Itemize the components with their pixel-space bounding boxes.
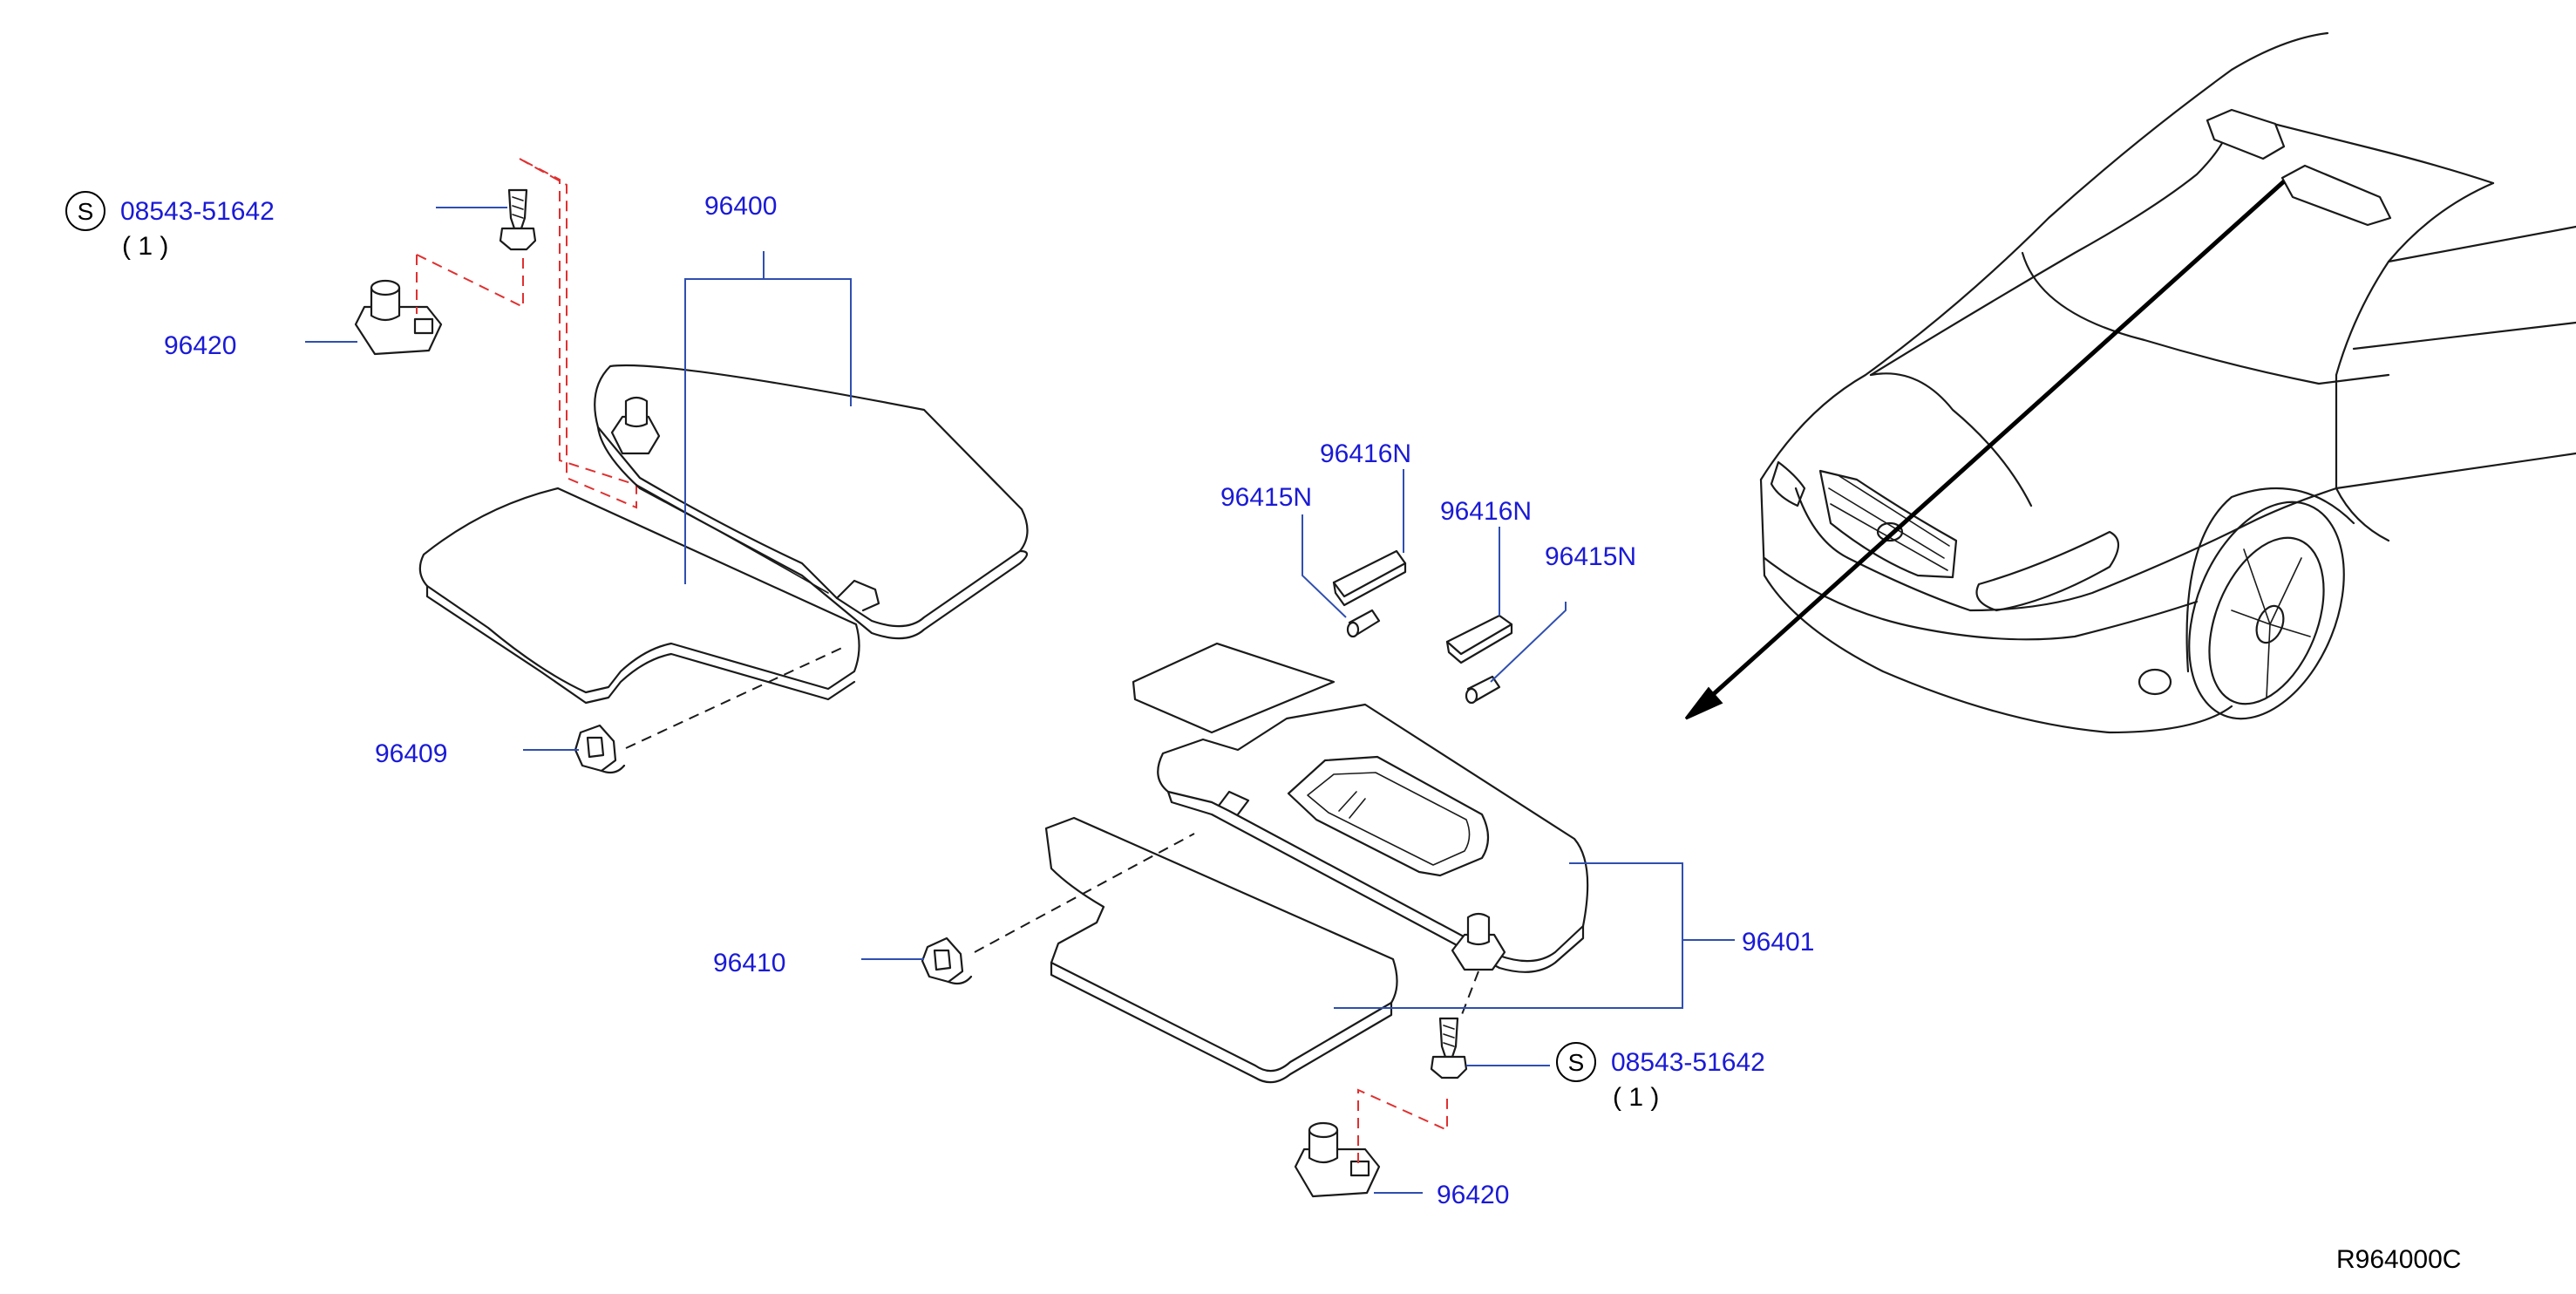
clip-left-dashline (625, 646, 845, 749)
visor-panel-right (1157, 703, 1589, 973)
car-visor-left (2206, 108, 2286, 160)
label-holder-left[interactable]: 96420 (164, 331, 236, 360)
location-arrow (1698, 180, 2286, 708)
lamp-lens-2 (1445, 614, 1513, 664)
holder-left (354, 279, 443, 356)
label-lamp-bulb-1[interactable]: 96415N (1220, 483, 1312, 512)
right-sun-visor-group (861, 642, 1735, 1198)
label-holder-right[interactable]: 96420 (1437, 1181, 1509, 1209)
label-visor-right[interactable]: 96401 (1742, 928, 1814, 957)
car-visor-right (2280, 164, 2392, 227)
clip-left (574, 724, 626, 774)
diagram-reference: R964000C (2336, 1245, 2461, 1274)
label-screw-right[interactable]: 08543-51642 (1611, 1048, 1765, 1077)
leader-bulb-1 (1302, 514, 1347, 618)
lamp-bulb-2 (1465, 675, 1501, 705)
leader-bulb-2 (1490, 602, 1567, 683)
qty-screw-right: ( 1 ) (1613, 1083, 1659, 1112)
s-symbol-circle-left (65, 191, 105, 231)
hidden-line-left-a (519, 158, 637, 509)
location-arrow-head (1684, 686, 1723, 720)
s-symbol-left: S (78, 198, 94, 225)
screw-right-dashline (1460, 970, 1479, 1018)
visor-extension-right (1044, 816, 1398, 1084)
hidden-line-left-b (416, 253, 524, 314)
bracket-96400 (684, 251, 852, 584)
label-visor-left[interactable]: 96400 (704, 192, 777, 221)
screw-right (1430, 1017, 1468, 1079)
label-screw-left[interactable]: 08543-51642 (120, 197, 275, 226)
lamp-parts-group (1302, 469, 1567, 705)
lamp-bulb-1 (1346, 609, 1381, 638)
clip-right (921, 936, 973, 985)
left-sun-visor-group (305, 158, 1029, 774)
label-lamp-bulb-2[interactable]: 96415N (1545, 542, 1636, 571)
s-symbol-right: S (1568, 1049, 1585, 1076)
hidden-line-right (1357, 1088, 1448, 1163)
visor-panel-left (594, 364, 1029, 640)
screw-left (499, 188, 537, 251)
s-symbol-circle-right (1556, 1042, 1596, 1082)
car-illustration (1684, 31, 2576, 734)
holder-right (1294, 1121, 1381, 1198)
visor-strap-right (1132, 642, 1336, 734)
label-lamp-lens-1[interactable]: 96416N (1320, 439, 1411, 468)
label-lamp-lens-2[interactable]: 96416N (1440, 497, 1532, 526)
label-clip-left[interactable]: 96409 (375, 739, 447, 768)
qty-screw-left: ( 1 ) (122, 232, 168, 261)
lamp-lens-1 (1332, 549, 1407, 607)
visor-extension-left (418, 487, 860, 705)
bracket-96401 (1334, 862, 1735, 1009)
clip-right-dashline (974, 833, 1195, 953)
label-clip-right[interactable]: 96410 (713, 949, 785, 977)
